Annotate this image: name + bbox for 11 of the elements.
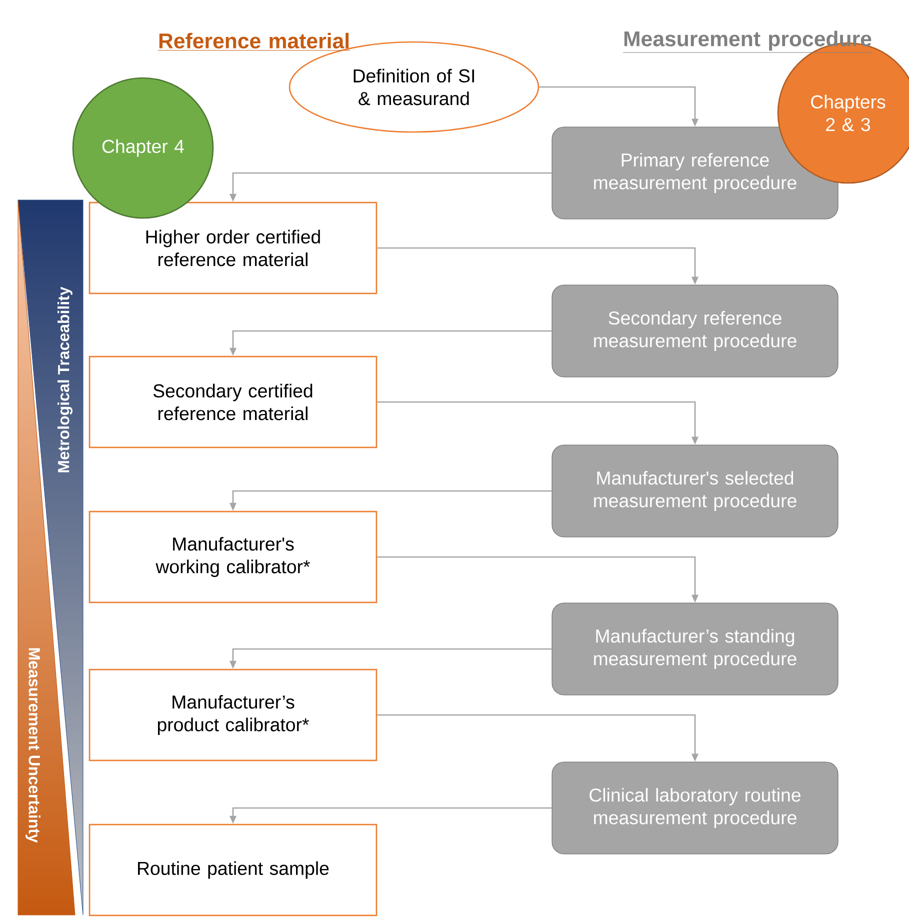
wedge-label: Metrological Traceability [58,286,72,472]
process-box: Manufacturer’s standing measurement procedure [552,602,838,696]
process-box: Clinical laboratory routine measurement procedure [552,762,838,854]
process-box: Manufacturer's selected measurement procedure [552,444,838,538]
wedge-label: Measurement Uncertainty [26,648,40,843]
material-box: Higher order certified reference material [88,202,378,294]
material-box: Routine patient sample [88,824,378,916]
material-box: Manufacturer’s product calibrator* [88,668,378,762]
material-box: Manufacturer's working calibrator* [88,510,378,604]
process-box: Secondary reference measurement procedure [552,284,838,378]
material-box: Secondary certified reference material [88,356,378,448]
